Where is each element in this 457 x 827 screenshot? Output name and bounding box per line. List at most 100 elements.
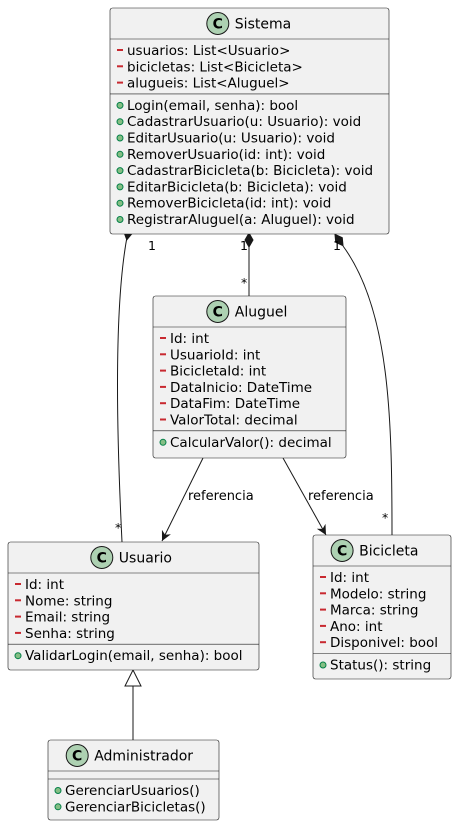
public-visibility-icon (159, 438, 167, 446)
multiplicity-sistema-bicicleta-target: * (382, 510, 388, 525)
composition-diamond (334, 233, 344, 247)
generalization-triangle (124, 668, 142, 687)
class-field: DataFim: DateTime (170, 396, 300, 412)
class-icon: C (90, 546, 114, 569)
public-visibility-icon (116, 150, 124, 158)
private-visibility-icon (15, 599, 21, 602)
private-visibility-icon (320, 592, 326, 595)
public-visibility-icon (116, 183, 124, 191)
private-visibility-icon (117, 81, 123, 84)
private-visibility-icon (160, 369, 166, 372)
class-box (47, 739, 220, 821)
class-field: Disponivel: bool (330, 635, 438, 651)
private-visibility-icon (117, 49, 123, 51)
private-visibility-icon (320, 641, 326, 644)
class-method: RemoverBicicleta(id: int): void (127, 196, 331, 212)
relation-sistema-aluguel: 1 * (240, 231, 254, 296)
public-visibility-icon (116, 199, 124, 207)
private-visibility-icon (160, 337, 166, 339)
public-visibility-icon (116, 216, 124, 223)
public-visibility-icon (116, 134, 124, 142)
class-method: Status(): string (330, 658, 431, 674)
class-name: Administrador (94, 749, 193, 765)
class-method: CadastrarBicicleta(b: Bicicleta): void (127, 163, 373, 179)
multiplicity-sistema-usuario-target: * (115, 520, 121, 535)
private-visibility-icon (160, 353, 166, 356)
class-field: alugueis: List<Aluguel> (127, 76, 290, 92)
public-visibility-icon (116, 118, 124, 126)
class-method: ValidarLogin(email, senha): bool (25, 648, 243, 664)
class-method: EditarBicicleta(b: Bicicleta): void (127, 179, 347, 195)
class-field: Id: int (330, 570, 369, 586)
multiplicity-sistema-aluguel-target: * (241, 275, 247, 290)
class-field: Marca: string (330, 603, 418, 619)
class-icon: C (330, 539, 354, 562)
class-field: Modelo: string (330, 586, 426, 602)
class-field: BicicletaId: int (170, 364, 266, 380)
private-visibility-icon (160, 385, 166, 388)
class-method: Login(email, senha): bool (127, 98, 298, 114)
class-method: CalcularValor(): decimal (170, 435, 332, 451)
composition-diamond (244, 231, 254, 249)
class-method: GerenciarUsuarios() (65, 783, 200, 799)
svg-text:C: C (213, 17, 223, 33)
class-field: Nome: string (25, 593, 112, 609)
class-field: UsuarioId: int (170, 347, 260, 363)
class-box (152, 295, 347, 459)
public-visibility-icon (54, 787, 62, 794)
class-field: bicicletas: List<Bicicleta> (127, 59, 303, 75)
class-name: Bicicleta (359, 544, 418, 560)
private-visibility-icon (117, 65, 123, 68)
private-visibility-icon (15, 615, 21, 618)
class-field: Senha: string (25, 626, 115, 642)
class-name: Usuario (119, 551, 172, 567)
class-method: RemoverUsuario(id: int): void (127, 147, 325, 163)
multiplicity-sistema-usuario-source: 1 (148, 238, 156, 253)
class-icon: C (206, 300, 230, 323)
relation-sistema-usuario: 1 * (115, 225, 156, 543)
class-field: Email: string (25, 610, 110, 626)
multiplicity-sistema-aluguel-source: 1 (240, 238, 248, 253)
association-label: referencia (308, 489, 374, 504)
class-method: EditarUsuario(u: Usuario): void (127, 131, 335, 147)
class-name: Sistema (235, 17, 291, 33)
classes-layer: C Sistema usuarios: List<Usuario>bicicleta… (7, 7, 452, 821)
public-visibility-icon (14, 652, 22, 660)
private-visibility-icon (15, 631, 21, 634)
public-visibility-icon (319, 661, 327, 669)
class-field: DataInicio: DateTime (170, 380, 312, 396)
private-visibility-icon (320, 608, 326, 611)
public-visibility-icon (116, 101, 124, 109)
relation-aluguel-usuario: referencia (161, 457, 254, 542)
class-field: Id: int (25, 577, 64, 593)
svg-text:C: C (72, 749, 82, 765)
class-field: Id: int (170, 331, 209, 347)
relation-aluguel-bicicleta: referencia (282, 457, 374, 536)
class-name: Aluguel (235, 305, 288, 321)
private-visibility-icon (15, 583, 21, 585)
class-field: usuarios: List<Usuario> (127, 43, 290, 59)
svg-text:C: C (337, 544, 347, 560)
class-box (312, 534, 452, 680)
class-method: RegistrarAluguel(a: Aluguel): void (127, 212, 355, 228)
private-visibility-icon (160, 402, 166, 405)
public-visibility-icon (116, 167, 124, 175)
svg-text:C: C (97, 551, 107, 567)
class-method: CadastrarUsuario(u: Usuario): void (127, 114, 361, 130)
multiplicity-sistema-bicicleta-source: 1 (333, 238, 341, 253)
class-box (7, 541, 260, 671)
relation-sistema-bicicleta: 1 * (333, 233, 393, 536)
class-field: ValorTotal: decimal (170, 413, 298, 429)
svg-text:C: C (213, 305, 223, 321)
class-field: Ano: int (330, 619, 383, 635)
public-visibility-icon (54, 803, 62, 811)
class-sistema[interactable]: C Sistema usuarios: List<Usuario>bicicleta… (109, 7, 390, 235)
association-label: referencia (188, 489, 254, 504)
class-box (109, 7, 390, 235)
relation-administrador-usuario-inheritance (124, 668, 142, 740)
